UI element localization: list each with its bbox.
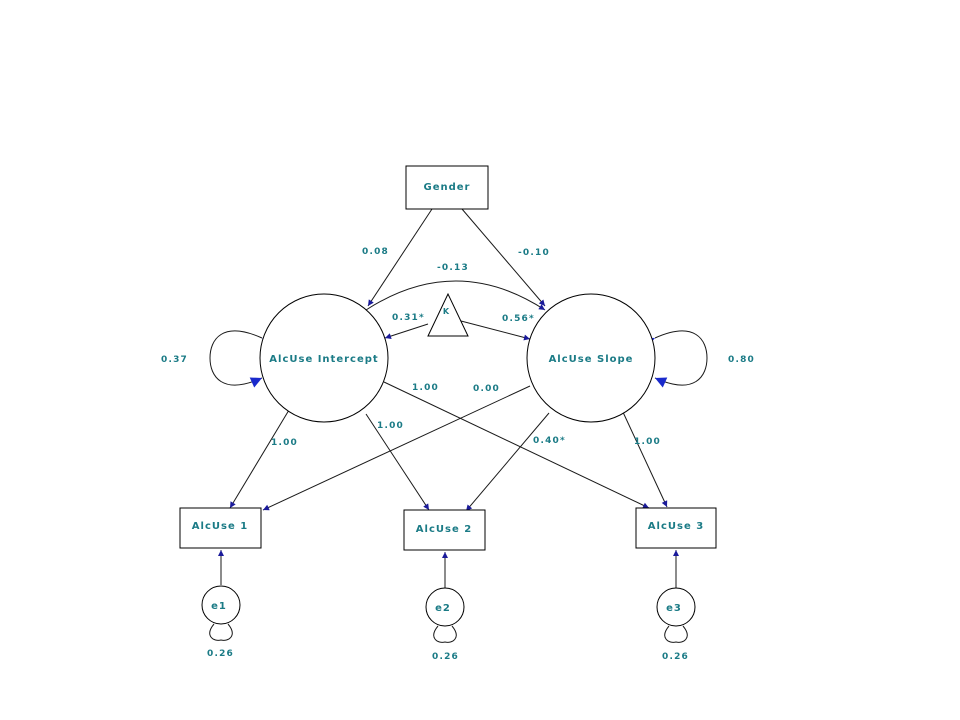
path-slope-to-alcuse1 (262, 385, 531, 511)
e1-node[interactable]: e1 (201, 585, 241, 625)
constant-triangle-node[interactable]: K (427, 292, 469, 337)
estimate-slope-to-alcuse1: 0.00 (473, 384, 500, 394)
estimate-e3-variance: 0.26 (662, 652, 689, 662)
alcuse-intercept-label: AlcUse Intercept (269, 354, 378, 365)
e2-node[interactable]: e2 (425, 587, 465, 627)
alcuse1-node[interactable]: AlcUse 1 (179, 507, 262, 549)
alcuse3-label: AlcUse 3 (648, 521, 704, 532)
estimate-slope-to-alcuse3: 1.00 (634, 437, 661, 447)
estimate-gender-to-slope: -0.10 (518, 248, 550, 258)
constant-label: K (443, 307, 450, 316)
estimate-k-to-intercept: 0.31* (392, 313, 425, 323)
path-gender-to-intercept (367, 208, 433, 307)
estimate-slope-to-alcuse2: 0.40* (533, 436, 566, 446)
alcuse-intercept-node[interactable]: AlcUse Intercept (259, 293, 389, 423)
estimate-intercept-slope-covariance: -0.13 (437, 263, 469, 273)
alcuse-slope-label: AlcUse Slope (549, 354, 634, 365)
estimate-intercept-variance: 0.37 (161, 355, 188, 365)
path-gender-to-slope (461, 208, 546, 307)
alcuse3-node[interactable]: AlcUse 3 (635, 507, 717, 549)
variance-loop-e1 (209, 623, 233, 641)
estimate-intercept-to-alcuse3: 1.00 (412, 383, 439, 393)
path-slope-to-alcuse2 (465, 412, 550, 512)
estimate-intercept-to-alcuse1: 1.00 (271, 438, 298, 448)
path-k-to-intercept (384, 323, 429, 339)
alcuse-slope-node[interactable]: AlcUse Slope (526, 293, 656, 423)
estimate-e2-variance: 0.26 (432, 652, 459, 662)
variance-loop-slope (642, 330, 708, 388)
estimate-e1-variance: 0.26 (207, 649, 234, 659)
covariance-arc-intercept-slope (359, 280, 546, 316)
e3-node[interactable]: e3 (656, 587, 696, 627)
estimate-gender-to-intercept: 0.08 (362, 247, 389, 257)
variance-loop-intercept (209, 330, 275, 388)
e2-label: e2 (435, 603, 451, 614)
path-intercept-to-alcuse2 (365, 413, 430, 511)
gender-label: Gender (424, 182, 471, 193)
alcuse1-label: AlcUse 1 (192, 521, 248, 532)
alcuse2-node[interactable]: AlcUse 2 (403, 509, 486, 551)
alcuse2-label: AlcUse 2 (416, 524, 472, 535)
estimate-slope-variance: 0.80 (728, 355, 755, 365)
e3-label: e3 (666, 603, 682, 614)
path-intercept-to-alcuse1 (229, 409, 290, 509)
variance-loop-e2 (433, 625, 457, 643)
estimate-intercept-to-alcuse2: 1.00 (377, 421, 404, 431)
path-intercept-to-alcuse3 (383, 381, 650, 509)
path-slope-to-alcuse3 (621, 409, 668, 508)
path-k-to-slope (460, 320, 531, 341)
gender-node[interactable]: Gender (405, 165, 489, 210)
e1-label: e1 (211, 601, 227, 612)
variance-loop-e3 (664, 625, 688, 643)
estimate-k-to-slope: 0.56* (502, 314, 535, 324)
